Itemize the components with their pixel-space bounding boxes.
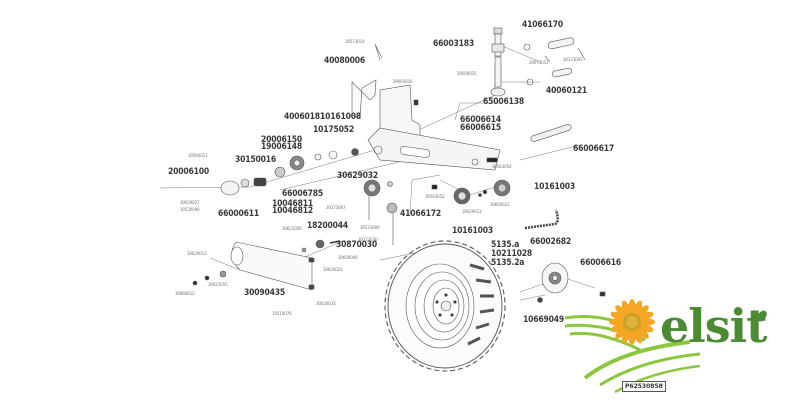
part-number-label: 66006614	[460, 115, 501, 125]
part-number-label: 66006785	[282, 189, 323, 199]
part-number-label: 66006615	[460, 123, 501, 133]
part-number-label: 30173030	[358, 238, 378, 243]
part-number-label: 30629027	[180, 201, 200, 206]
part-number-label: 66002682	[530, 237, 571, 247]
part-number-label: 10669049	[523, 315, 564, 325]
part-number-label: 40060181	[284, 112, 325, 122]
part-number-label: 10510076	[272, 312, 292, 317]
part-number-label: 30660612	[175, 292, 195, 297]
part-number-label: 30090435	[244, 288, 285, 298]
sunflower-petal	[621, 300, 631, 316]
part-number-label: 30173067	[326, 206, 346, 211]
part-number-label: 30584011	[188, 154, 208, 159]
part-number-label: 30600025	[457, 72, 477, 77]
sunflower-petal	[638, 311, 654, 321]
part-number-label: 30150016	[235, 155, 276, 165]
frame-bracket	[351, 43, 501, 171]
part-number-label: 30600006	[338, 256, 358, 261]
part-number-label: 5135.a	[491, 240, 520, 250]
hub-parts	[220, 148, 511, 245]
part-number-label: 30630033	[316, 302, 336, 307]
part-number-label: 30621056	[282, 227, 302, 232]
part-number-label: 18200044	[307, 221, 348, 231]
sunflower-petal	[633, 328, 643, 344]
part-number-label: 41066170	[522, 20, 563, 30]
part-number-label: 65006138	[483, 97, 524, 107]
sunflower-petal	[610, 323, 626, 333]
part-number-label: 20006150	[261, 135, 302, 145]
part-number-label: 30621055	[208, 283, 228, 288]
part-number-label: 30620023	[323, 268, 343, 273]
sunflower-petal	[636, 305, 649, 318]
part-number-label: 19006148	[261, 142, 302, 152]
long-pin	[530, 124, 572, 142]
swing-arm	[192, 239, 341, 291]
part-number-label: 30173009	[360, 226, 380, 231]
sunflower-petal	[615, 305, 628, 318]
part-number-label: 30563054	[492, 165, 512, 170]
part-number-label: 30173093	[563, 58, 583, 63]
wheel-tire	[384, 240, 506, 372]
sunflower-icon	[609, 299, 655, 345]
part-number-label: 66006617	[573, 144, 614, 154]
part-number-label: 66006616	[580, 258, 621, 268]
part-number-label: 30660612	[490, 203, 510, 208]
part-number-label: 20006100	[168, 167, 209, 177]
sunflower-petal	[636, 326, 649, 339]
hub-plate	[537, 262, 606, 303]
part-number-label: 30563052	[425, 195, 445, 200]
part-number-label: 30673051	[529, 61, 549, 66]
part-number-label: 30530090	[180, 208, 200, 213]
part-number-label: 40080006	[324, 56, 365, 66]
part-number-label: 10211028	[491, 249, 532, 259]
part-number-label: 66003183	[433, 39, 474, 49]
part-number-label: 30573014	[345, 40, 365, 45]
sunflower-petal	[610, 311, 626, 321]
part-number-label: 30629013	[462, 210, 482, 215]
elsit-logo-graphic	[564, 299, 767, 394]
part-number-label: 41066172	[400, 209, 441, 219]
part-number-label: 10046811	[272, 199, 313, 209]
part-number-label: 10046812	[272, 206, 313, 216]
sunflower-petal	[638, 323, 654, 333]
part-number-label: 40060121	[546, 86, 587, 96]
sunflower-petal	[615, 326, 628, 339]
leaf-icon	[757, 310, 767, 322]
diagram-reference-code: P62530858	[622, 381, 666, 392]
part-number-label: 30603016	[393, 80, 413, 85]
part-number-label: 10161003	[452, 226, 493, 236]
pin-assembly	[490, 27, 586, 97]
part-number-label: 10161008	[320, 112, 361, 122]
sunflower-petal	[621, 328, 631, 344]
part-number-label: 30870030	[336, 240, 377, 250]
part-number-label: 10161003	[534, 182, 575, 192]
part-number-label: 10175052	[313, 125, 354, 135]
brand-logo-text: elsit	[660, 299, 767, 353]
sunflower-petal	[633, 300, 643, 316]
part-number-label: 5135.2a	[491, 258, 525, 268]
part-number-label: 30629013	[187, 252, 207, 257]
part-number-label: 66000611	[218, 209, 259, 219]
part-number-label: 30629032	[337, 171, 378, 181]
spring-clip	[524, 209, 559, 230]
